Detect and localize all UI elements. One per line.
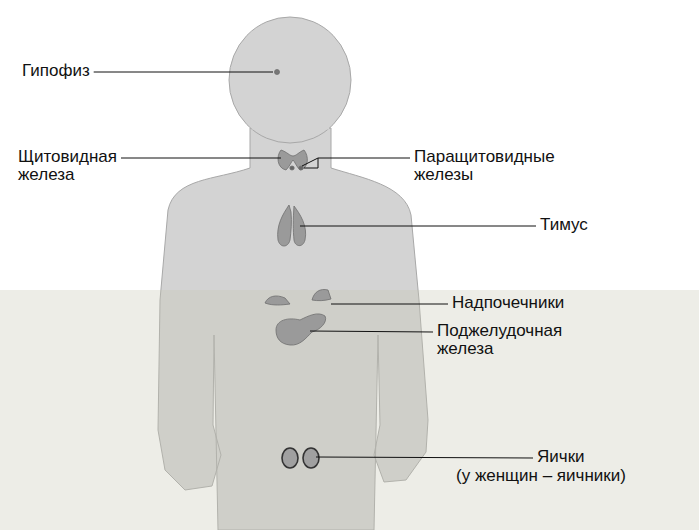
adrenal [312, 289, 331, 300]
organ-label: Гипофиз [22, 62, 90, 80]
leader-line [310, 331, 433, 332]
organ-label: (у женщин – яичники) [456, 467, 626, 485]
pituitary [275, 70, 280, 75]
organ-label: Щитовидная железа [18, 148, 117, 184]
thyroid [278, 150, 307, 170]
parathyroid [290, 166, 294, 170]
organ-label: Поджелудочная железа [437, 322, 562, 358]
testis [303, 448, 319, 468]
leader-line [318, 158, 410, 159]
leader-line [300, 226, 536, 227]
adrenal [265, 296, 290, 305]
testis [282, 448, 298, 468]
organ-label: Паращитовидные железы [414, 148, 555, 184]
pancreas [276, 314, 326, 345]
organ-label: Надпочечники [452, 294, 564, 312]
organ-label: Яички [537, 448, 585, 466]
parathyroid [299, 166, 303, 170]
leader-branch [302, 158, 318, 168]
leader-line [121, 158, 281, 159]
organ-label: Тимус [540, 216, 588, 234]
leader-line [94, 72, 273, 73]
leader-line [316, 457, 533, 458]
leader-line [331, 304, 448, 305]
ground-band [0, 290, 699, 530]
organs [265, 70, 331, 469]
